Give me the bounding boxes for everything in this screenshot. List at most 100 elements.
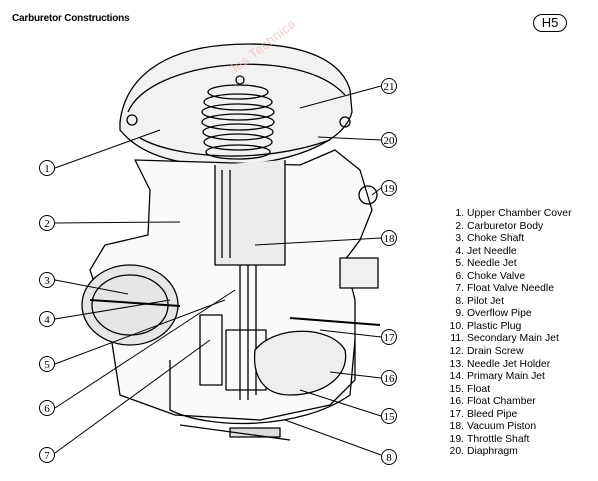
callout-number: 19: [384, 183, 396, 195]
callout-circle: [381, 449, 397, 465]
legend-number: 10.: [449, 320, 464, 332]
legend-label: Overflow Pipe: [467, 308, 532, 320]
legend-number: 17.: [449, 408, 464, 420]
legend-item: 17.Bleed Pipe: [440, 409, 598, 422]
legend-number: 19.: [449, 433, 464, 445]
callout-18: 18: [381, 230, 397, 246]
legend-label: Pilot Jet: [467, 295, 504, 307]
callout-circle: [39, 311, 55, 327]
legend-item: 4.Jet Needle: [440, 246, 598, 259]
legend-label: Needle Jet Holder: [467, 358, 551, 370]
legend-number: 3.: [455, 233, 464, 245]
callout-number: 17: [384, 332, 396, 344]
callout-number: 21: [384, 81, 395, 93]
legend-label: Carburetor Body: [467, 220, 544, 232]
legend-item: 16.Float Chamber: [440, 396, 598, 409]
legend-number: 8.: [455, 295, 464, 307]
legend-number: 16.: [449, 396, 464, 408]
legend-number: 9.: [455, 308, 464, 320]
legend-number: 18.: [449, 421, 464, 433]
drain-screw: [229, 427, 281, 438]
legend-item: 1.Upper Chamber Cover: [440, 208, 598, 221]
legend-label: Vacuum Piston: [467, 421, 537, 433]
callout-number: 16: [384, 373, 396, 385]
page-title: Carburetor Constructions: [12, 13, 130, 24]
callout-number: 8: [386, 452, 392, 464]
callout-2: 2: [39, 215, 55, 231]
callout-number: 5: [44, 359, 50, 371]
callout-number: 7: [44, 450, 50, 462]
legend-number: 1.: [455, 208, 464, 219]
callout-number: 4: [44, 314, 50, 326]
callout-number: 6: [44, 403, 50, 415]
legend-item: 5.Needle Jet: [440, 258, 598, 271]
callout-15: 15: [381, 408, 397, 424]
legend-item: 9.Overflow Pipe: [440, 308, 598, 321]
legend-item: 20.Diaphragm: [440, 446, 598, 458]
callout-number: 2: [44, 218, 50, 230]
legend-item: 2.Carburetor Body: [440, 221, 598, 234]
legend-number: 15.: [449, 383, 464, 395]
legend-number: 7.: [455, 283, 464, 295]
callout-4: 4: [39, 311, 55, 327]
legend-label: Secondary Main Jet: [467, 333, 559, 345]
callout-circle: [39, 400, 55, 416]
legend-item: 6.Choke Valve: [440, 271, 598, 284]
legend-number: 6.: [455, 270, 464, 282]
callout-circle: [381, 329, 397, 345]
legend-item: 19.Throttle Shaft: [440, 434, 598, 447]
legend-label: Jet Needle: [467, 245, 517, 257]
page-badge: H5: [533, 14, 567, 32]
legend-label: Drain Screw: [467, 346, 524, 358]
legend-label: Plastic Plug: [467, 320, 522, 332]
callout-17: 17: [381, 329, 397, 345]
legend-item: 11.Secondary Main Jet: [440, 333, 598, 346]
callout-circle: [39, 272, 55, 288]
legend-item: 15.Float: [440, 384, 598, 397]
legend-label: Choke Valve: [467, 270, 526, 282]
callout-20: 20: [381, 132, 397, 148]
callout-16: 16: [381, 370, 397, 386]
legend-item: 7.Float Valve Needle: [440, 283, 598, 296]
callout-number: 15: [384, 411, 396, 423]
piston-spring: [201, 84, 275, 160]
legend-label: Float: [467, 383, 491, 395]
legend-item: 18.Vacuum Piston: [440, 421, 598, 434]
legend-label: Float Chamber: [467, 396, 536, 408]
legend-label: Bleed Pipe: [467, 408, 518, 420]
legend-label: Choke Shaft: [467, 233, 525, 245]
legend-number: 11.: [450, 333, 464, 345]
callout-7: 7: [39, 447, 55, 463]
legend-number: 12.: [449, 346, 464, 358]
callout-markers: 1 2 3 4 5 6 7 21 20 19 18 17 16 15 8: [39, 78, 397, 465]
callout-number: 3: [44, 275, 50, 287]
legend-label: Primary Main Jet: [467, 371, 545, 383]
callout-3: 3: [39, 272, 55, 288]
callout-6: 6: [39, 400, 55, 416]
callout-5: 5: [39, 356, 55, 372]
callout-circle: [381, 230, 397, 246]
leader-lines: [54, 85, 382, 456]
callout-circle: [381, 408, 397, 424]
legend-label: Upper Chamber Cover: [467, 208, 572, 219]
callout-number: 20: [384, 135, 396, 147]
callout-circle: [39, 447, 55, 463]
vacuum-piston: [214, 160, 286, 266]
legend-number: 2.: [455, 220, 464, 232]
legend-item: 13.Needle Jet Holder: [440, 359, 598, 372]
legend-number: 13.: [449, 358, 464, 370]
legend-label: Float Valve Needle: [467, 283, 555, 295]
float: [253, 330, 347, 396]
callout-19: 19: [381, 180, 397, 196]
legend-item: 12.Drain Screw: [440, 346, 598, 359]
legend-number: 5.: [455, 258, 464, 270]
legend-item: 14.Primary Main Jet: [440, 371, 598, 384]
callout-circle: [381, 132, 397, 148]
callout-circle: [381, 180, 397, 196]
callout-number: 1: [44, 163, 50, 175]
side-fitting: [339, 257, 379, 289]
throttle-shaft-boss: [358, 185, 378, 205]
callout-21: 21: [381, 78, 397, 94]
legend-number: 4.: [455, 245, 464, 257]
